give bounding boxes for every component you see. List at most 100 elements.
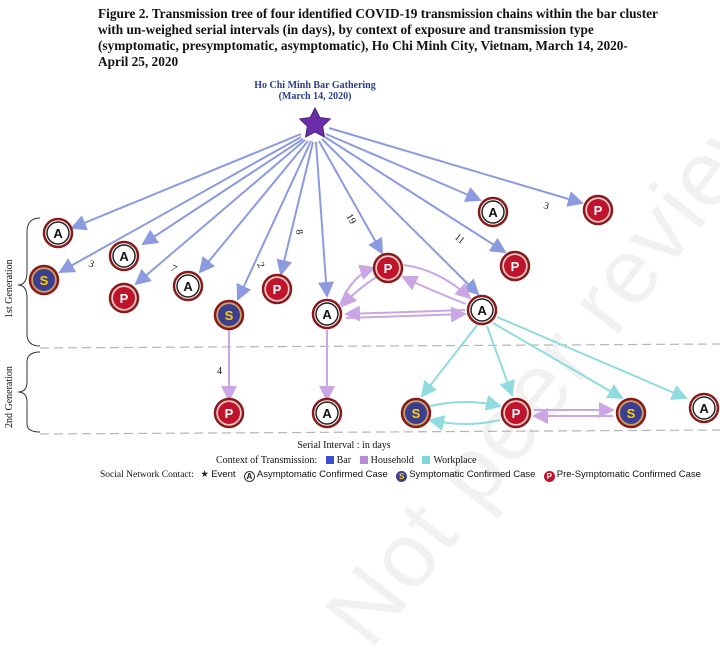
interval-label: 2 <box>254 261 266 270</box>
household-swatch <box>359 456 368 464</box>
first-generation-label: 1st Generation <box>4 259 15 318</box>
interval-label: 3 <box>542 200 550 212</box>
workplace-edge <box>420 323 479 398</box>
bar-edge <box>134 139 306 286</box>
interval-label: 7 <box>169 263 179 275</box>
bar-edge <box>141 138 304 246</box>
svg-text:P: P <box>512 406 521 421</box>
household-edge <box>345 306 467 323</box>
svg-text:A: A <box>322 307 332 322</box>
bar-edge <box>318 140 383 255</box>
interval-label: 8 <box>293 229 305 236</box>
transmission-tree: Ho Chi Minh Bar Gathering (March 14, 202… <box>4 80 720 451</box>
case-nodes: A S A P A S P A P A P A P P A S P S A <box>28 194 720 429</box>
bar-edge <box>276 141 314 276</box>
household-edge <box>403 264 472 300</box>
svg-text:A: A <box>183 279 193 294</box>
svg-text:P: P <box>273 282 282 297</box>
svg-text:A: A <box>119 249 129 264</box>
workplace-edge <box>428 415 501 431</box>
svg-text:P: P <box>384 261 393 276</box>
asymptomatic-case-node: A <box>108 240 140 272</box>
symptomatic-legend-icon: S <box>396 471 408 482</box>
event-title: Ho Chi Minh Bar Gathering <box>254 80 376 91</box>
household-edge <box>344 305 466 322</box>
symptomatic-case-node: S <box>400 397 432 429</box>
presymptomatic-case-node: P <box>108 282 140 314</box>
asymptomatic-case-node: A <box>311 298 343 330</box>
asymptomatic-case-node: A <box>172 270 204 302</box>
bar-edge <box>236 140 312 301</box>
asymptomatic-case-node: A <box>42 217 74 249</box>
presymptomatic-case-node: P <box>500 397 532 429</box>
symptomatic-case-node: S <box>213 299 245 331</box>
presymptomatic-legend-icon: P <box>543 471 555 482</box>
presymptomatic-case-node: P <box>372 252 404 284</box>
generation-divider <box>39 343 720 349</box>
svg-text:P: P <box>511 259 520 274</box>
presymptomatic-case-node: P <box>499 250 531 282</box>
workplace-edge <box>492 322 624 400</box>
symptomatic-case-node: S <box>615 397 647 429</box>
bar-edge <box>58 136 302 273</box>
svg-text:S: S <box>627 406 636 421</box>
presymptomatic-case-node: P <box>261 273 293 305</box>
svg-text:A: A <box>477 303 487 318</box>
asymptomatic-case-node: A <box>311 397 343 429</box>
event-star-icon <box>298 106 332 138</box>
bar-legend-label: Bar <box>336 455 352 466</box>
star-icon: ★ <box>200 470 209 480</box>
second-generation-brace <box>17 351 41 433</box>
svg-text:S: S <box>225 308 234 323</box>
svg-text:P: P <box>594 203 603 218</box>
bar-swatch <box>325 456 334 464</box>
presymptomatic-legend-label: Pre-Symptomatic Confirmed Case <box>556 469 701 480</box>
event-date: (March 14, 2020) <box>279 91 352 102</box>
asymptomatic-case-node: A <box>466 294 498 326</box>
figure-caption: Figure 2. Transmission tree of four iden… <box>98 6 658 69</box>
workplace-swatch <box>422 456 431 464</box>
interval-label: 3 <box>87 258 95 270</box>
svg-text:S: S <box>412 406 421 421</box>
timeline-divider <box>39 429 720 435</box>
svg-text:P: P <box>120 291 129 306</box>
context-legend-title: Context of Transmission: <box>216 455 318 466</box>
interval-label: 4 <box>217 366 222 377</box>
workplace-edge <box>486 325 515 397</box>
bar-edge <box>324 136 507 254</box>
workplace-edges <box>420 316 688 431</box>
asymptomatic-case-node: A <box>477 196 509 228</box>
svg-text:S: S <box>40 273 49 288</box>
bar-edge <box>70 133 302 231</box>
svg-text:A: A <box>699 401 709 416</box>
svg-text:A: A <box>53 226 63 241</box>
bar-edge <box>198 140 309 274</box>
serial-interval-axis-label: Serial Interval : in days <box>297 440 390 451</box>
presymptomatic-case-node: P <box>213 397 245 429</box>
workplace-legend-label: Workplace <box>433 455 477 466</box>
symptomatic-case-node: S <box>28 264 60 296</box>
bar-edge <box>325 133 482 202</box>
event-legend-label: Event <box>211 469 236 480</box>
household-legend-label: Household <box>370 455 414 466</box>
first-generation-brace <box>17 217 41 347</box>
svg-text:A: A <box>488 205 498 220</box>
household-edges <box>221 264 615 424</box>
bar-edge <box>328 127 584 207</box>
household-edge <box>340 275 379 308</box>
symptomatic-legend-label: Symptomatic Confirmed Case <box>409 469 536 480</box>
second-generation-label: 2nd Generation <box>4 366 15 428</box>
bar-edges <box>58 127 584 301</box>
context-legend: Context of Transmission: Bar Household W… <box>216 455 477 466</box>
household-edge <box>401 275 467 305</box>
asymptomatic-case-node: A <box>688 392 720 424</box>
asymptomatic-legend-icon: A <box>243 471 255 482</box>
network-legend-title: Social Network Contact: <box>100 470 194 480</box>
asymptomatic-legend-label: Asymptomatic Confirmed Case <box>256 469 388 480</box>
bar-edge <box>315 141 334 298</box>
household-edge <box>339 264 376 306</box>
workplace-edge <box>496 316 688 400</box>
interval-label: 19 <box>343 212 358 226</box>
svg-text:P: P <box>225 406 234 421</box>
